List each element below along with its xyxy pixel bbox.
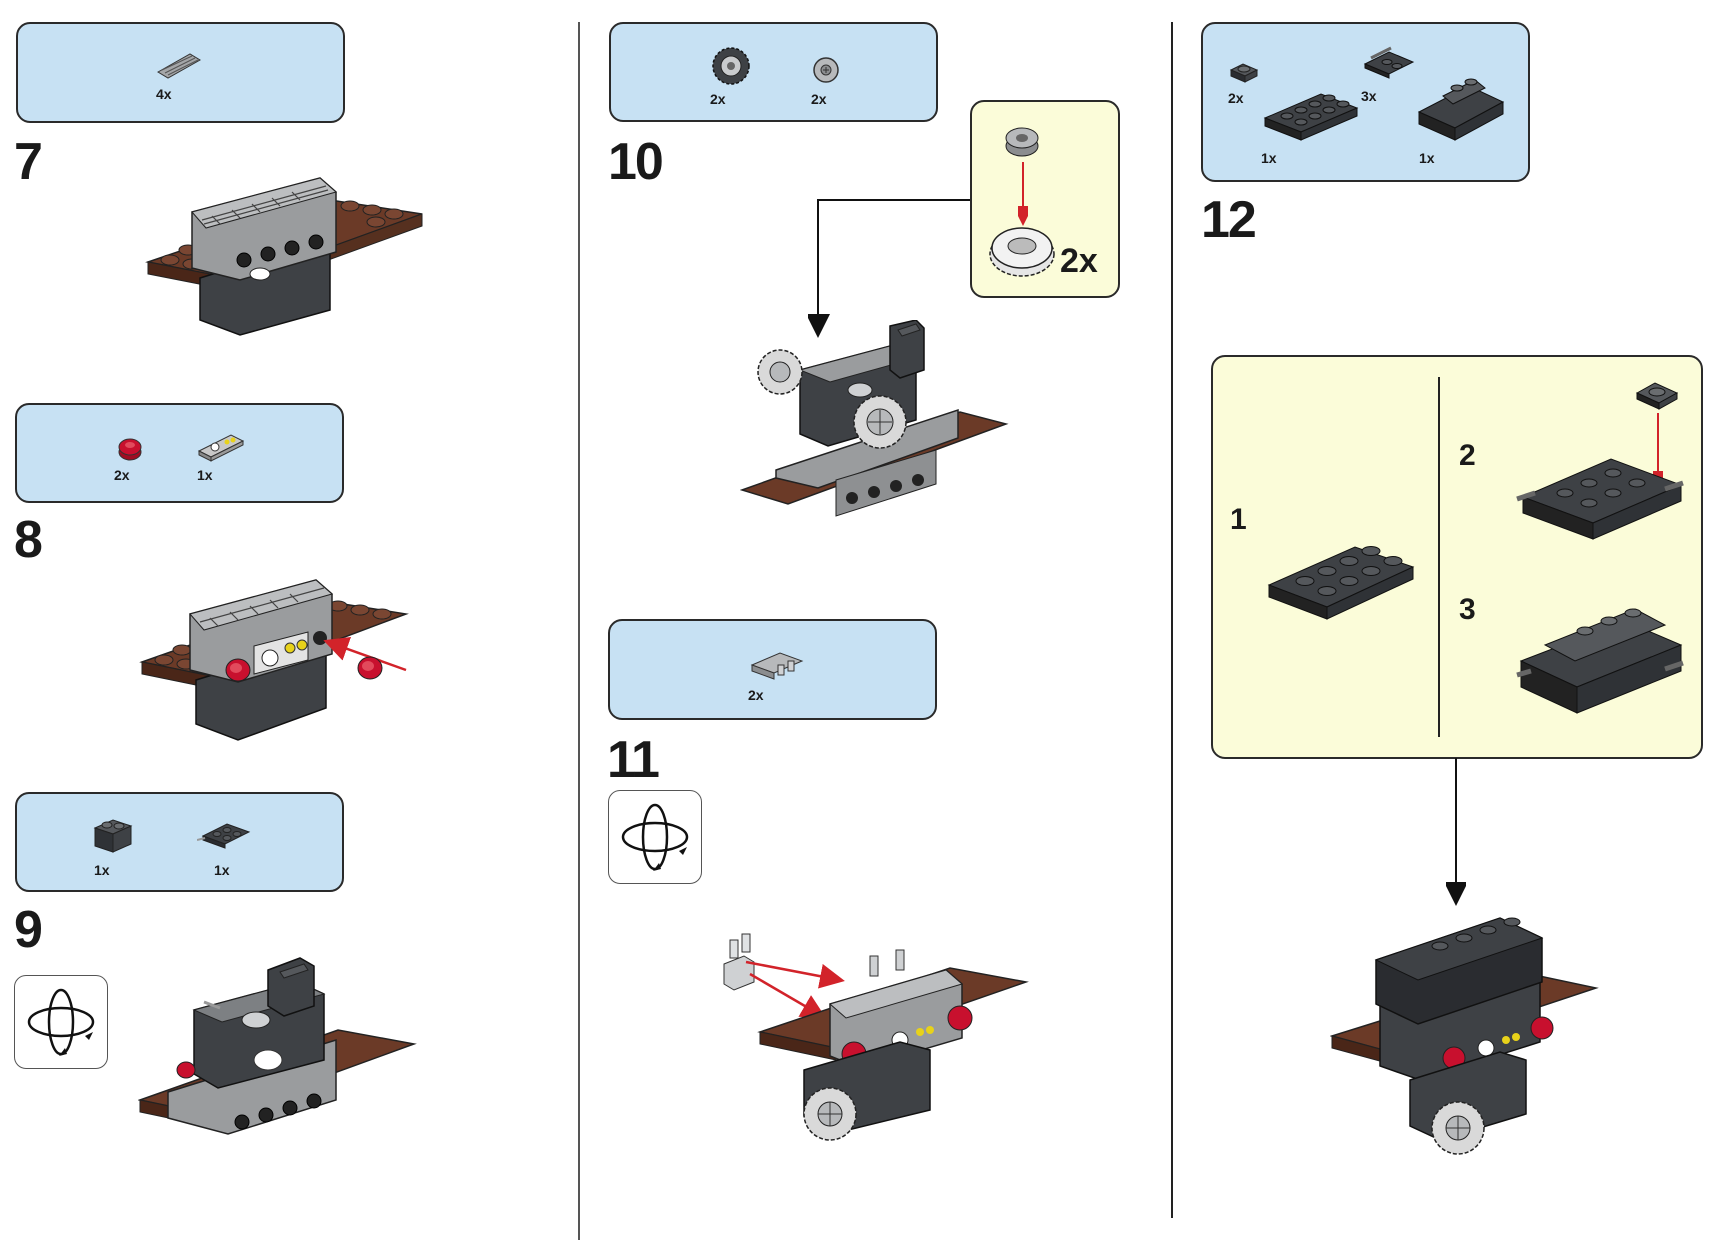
part-qty: 2x bbox=[114, 467, 130, 483]
plate-with-bar-icon bbox=[1363, 46, 1415, 79]
part-qty: 1x bbox=[197, 467, 213, 483]
step-12-assembly-illustration bbox=[1330, 917, 1599, 1155]
step-7-assembly-illustration bbox=[145, 177, 423, 336]
part-qty: 1x bbox=[214, 862, 230, 878]
step-number-7: 7 bbox=[14, 133, 43, 191]
step-number-10: 10 bbox=[608, 133, 664, 191]
rotate-icon bbox=[27, 988, 95, 1056]
substep-divider bbox=[1438, 377, 1440, 737]
parts-box-step-8: 2x 1x bbox=[15, 403, 344, 503]
tire-icon bbox=[989, 227, 1055, 277]
part-qty: 1x bbox=[1261, 150, 1277, 166]
step-8-assembly-illustration bbox=[139, 579, 409, 741]
red-round-plate-icon bbox=[118, 438, 142, 461]
round-plate-1x1-icon bbox=[1635, 382, 1679, 410]
grille-tile-icon bbox=[157, 53, 201, 79]
rotate-model-indicator bbox=[608, 790, 702, 884]
part-qty: 2x bbox=[1228, 90, 1244, 106]
part-qty: 4x bbox=[156, 86, 172, 102]
round-plate-1x1-icon bbox=[1229, 63, 1259, 83]
step-number-12: 12 bbox=[1201, 191, 1257, 249]
step-number-8: 8 bbox=[14, 511, 43, 569]
step-11-assembly-illustration bbox=[723, 933, 1029, 1141]
part-qty: 2x bbox=[710, 91, 726, 107]
step-9-assembly-illustration bbox=[138, 957, 417, 1135]
dark-grey-brick-icon bbox=[93, 819, 133, 853]
plate-2x4-icon bbox=[1263, 93, 1359, 141]
part-qty: 2x bbox=[748, 687, 764, 703]
insert-arrow bbox=[1018, 162, 1028, 226]
printed-gauge-tile-icon bbox=[197, 434, 245, 462]
substep-number-2: 2 bbox=[1459, 439, 1476, 472]
plate-with-pins-icon bbox=[197, 823, 251, 849]
plate-with-bar-icon bbox=[1516, 458, 1684, 540]
parts-box-step-10: 2x 2x bbox=[609, 22, 938, 122]
slope-brick-icon bbox=[1417, 78, 1505, 141]
parts-box-step-7: 4x bbox=[16, 22, 345, 123]
substep-number-1: 1 bbox=[1230, 503, 1247, 536]
step-number-11: 11 bbox=[607, 731, 660, 789]
parts-box-step-12: 2x 1x 3x 1x bbox=[1201, 22, 1530, 182]
plate-2x4-icon bbox=[1267, 546, 1415, 620]
clip-plate-icon bbox=[750, 652, 804, 680]
subassembly-box-step-12: 1 2 3 bbox=[1211, 355, 1703, 759]
slope-brick-icon bbox=[1516, 608, 1684, 714]
substep-number-3: 3 bbox=[1459, 593, 1476, 626]
part-qty: 3x bbox=[1361, 88, 1377, 104]
parts-box-step-9: 1x 1x bbox=[15, 792, 344, 892]
column-divider-left bbox=[578, 22, 580, 1240]
subassembly-pointer-arrow bbox=[1446, 758, 1466, 906]
parts-box-step-11: 2x bbox=[608, 619, 937, 720]
insert-arrow bbox=[1653, 413, 1663, 491]
rotate-model-indicator bbox=[14, 975, 108, 1069]
tire-icon bbox=[712, 47, 750, 85]
step-number-9: 9 bbox=[14, 901, 43, 959]
part-qty: 2x bbox=[811, 91, 827, 107]
step-10-assembly-illustration bbox=[740, 320, 1009, 517]
callout-qty: 2x bbox=[1060, 242, 1098, 280]
wheel-subassembly-callout: 2x bbox=[970, 100, 1120, 298]
part-qty: 1x bbox=[94, 862, 110, 878]
part-qty: 1x bbox=[1419, 150, 1435, 166]
wheel-rim-icon bbox=[813, 57, 839, 83]
column-divider-right bbox=[1171, 22, 1173, 1218]
wheel-rim-icon bbox=[1005, 127, 1039, 157]
callout-pointer-arrow bbox=[808, 199, 970, 338]
rotate-icon bbox=[621, 803, 689, 871]
